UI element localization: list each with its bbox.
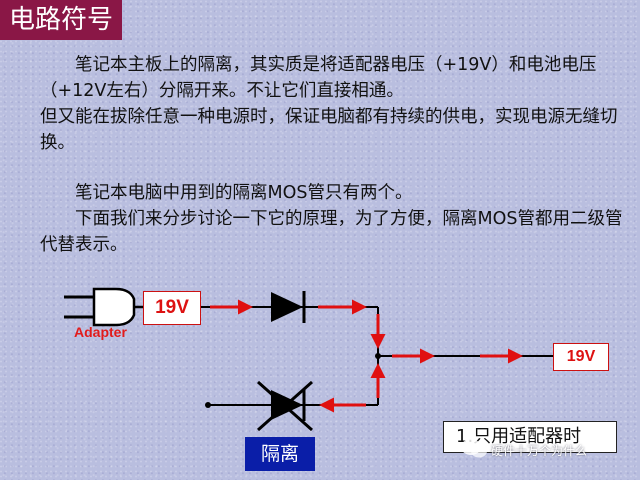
adapter-diode-icon	[271, 291, 306, 323]
chat-bubble-icon	[461, 439, 487, 458]
watermark-text: 硬件十万个为什么	[491, 444, 588, 458]
intro-paragraph: 笔记本主板上的隔离，其实质是将适配器电压（+19V）和电池电压（+12V左右）分…	[40, 52, 630, 156]
slide-title: 电路符号	[0, 0, 122, 40]
output-voltage-label: 19V	[553, 343, 609, 371]
mos-paragraph: 笔记本电脑中用到的隔离MOS管只有两个。 下面我们来分步讨论一下它的原理，为了方…	[40, 180, 630, 258]
mos-line-2: 下面我们来分步讨论一下它的原理，为了方便，隔离MOS管都用二级管代替表示。	[40, 209, 623, 255]
battery-diode-blocked-icon	[257, 380, 313, 432]
adapter-plug-icon	[64, 287, 143, 327]
mos-line-1: 笔记本电脑中用到的隔离MOS管只有两个。	[75, 183, 413, 203]
isolation-label: 隔离	[245, 437, 315, 471]
adapter-label: Adapter	[74, 324, 127, 340]
intro-line-2: 但又能在拔除任意一种电源时，保证电脑都有持续的供电，实现电源无缝切换。	[40, 107, 618, 153]
terminal-dots	[205, 353, 381, 408]
input-voltage-label: 19V	[143, 291, 201, 325]
intro-line-1: 笔记本主板上的隔离，其实质是将适配器电压（+19V）和电池电压（+12V左右）分…	[40, 55, 597, 101]
current-flow-arrows	[210, 299, 523, 413]
